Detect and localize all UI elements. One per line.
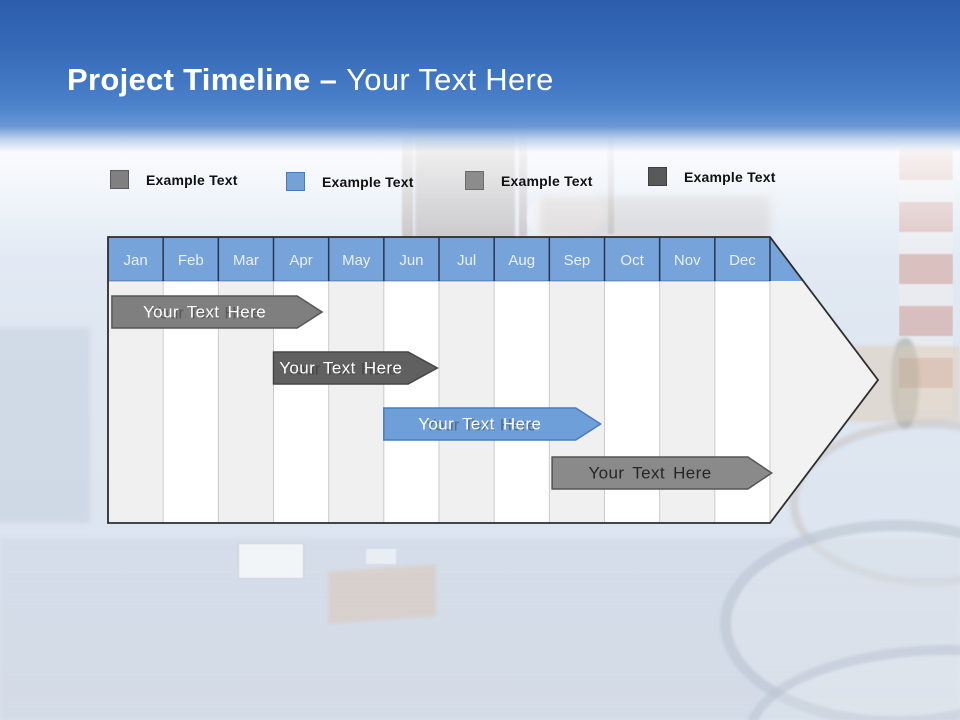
month-label: Mar [233,252,259,269]
bar-label-shadow: Your Text Here [286,360,398,379]
month-label: Dec [729,252,756,269]
timeline-bar[interactable]: Your Text Here [551,456,774,490]
legend-item[interactable]: Example Text [110,170,238,189]
legend-swatch[interactable] [110,170,129,189]
title-main[interactable]: Project Timeline – [67,62,338,97]
month-label: Nov [674,252,701,269]
legend-label: Example Text [322,173,414,190]
timeline-arrow-outline[interactable] [107,236,880,524]
month-label: Sep [564,252,591,269]
legend-swatch[interactable] [286,172,305,191]
timeline-bar-label[interactable]: Your Text Here [418,415,541,434]
title-subtitle[interactable]: Your Text Here [346,62,554,97]
month-header-band[interactable] [108,237,878,281]
month-label: Jun [399,252,423,269]
month-column [494,281,550,523]
month-label: Apr [289,252,312,269]
bar-label-shadow: Your Text Here [425,416,537,435]
month-label: Aug [508,252,535,269]
bar-label-shadow: Your Text Here [150,304,262,323]
month-column [439,281,495,523]
timeline-bar-label[interactable]: Your Text Here [143,303,266,322]
month-label: May [342,252,371,269]
month-column [328,281,384,523]
timeline-bar-label[interactable]: Your Text Here [588,464,711,483]
month-label: Jul [457,252,476,269]
legend-item[interactable]: Example Text [465,171,593,190]
month-label: Oct [620,252,644,269]
month-label: Jan [123,252,147,269]
slide-title[interactable]: Project Timeline –Your Text Here [67,62,554,98]
legend-item[interactable]: Example Text [286,172,414,191]
legend-item[interactable]: Example Text [648,167,776,186]
month-column [383,281,439,523]
legend-label: Example Text [501,172,593,189]
legend-swatch[interactable] [465,171,484,190]
legend-swatch[interactable] [648,167,667,186]
legend-label: Example Text [684,168,776,185]
timeline-bar-label[interactable]: Your Text Here [279,359,402,378]
month-label: Feb [178,252,204,269]
legend-label: Example Text [146,171,238,188]
